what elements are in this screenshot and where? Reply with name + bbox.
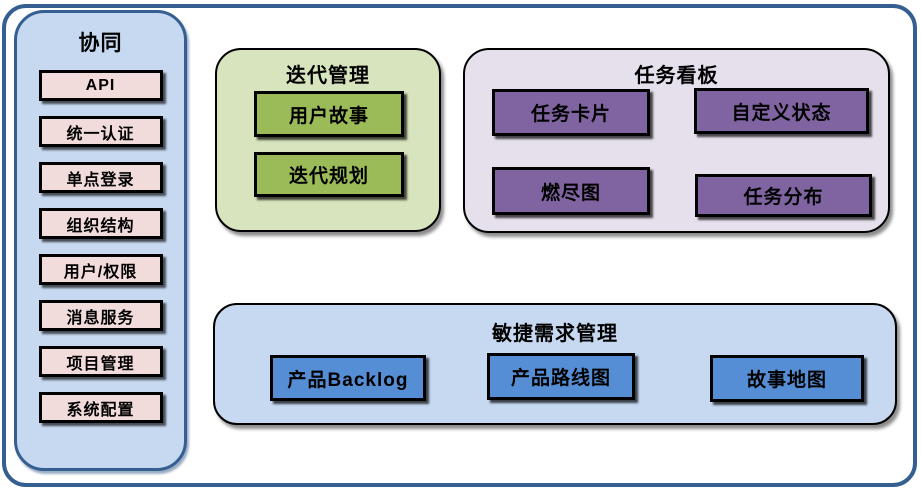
agile-requirements-item: 产品Backlog [270, 355, 426, 401]
collaboration-item: 组织结构 [38, 208, 163, 239]
collaboration-item: 单点登录 [38, 162, 163, 193]
agile-requirements-item-list: 产品Backlog 产品路线图 故事地图 [215, 305, 895, 423]
collaboration-item-list: API 统一认证单点登录组织结构用户/权限消息服务项目管理系统配置 [17, 70, 184, 423]
task-board-item: 任务卡片 [492, 89, 650, 136]
agile-requirements-item: 故事地图 [710, 355, 864, 402]
collaboration-item: 项目管理 [38, 346, 163, 377]
agile-requirements-title: 敏捷需求管理 [492, 323, 618, 345]
iteration-item-list: 用户故事迭代规划 [217, 50, 439, 230]
task-board-title: 任务看板 [634, 65, 719, 87]
task-board-item-list: 任务卡片自定义状态燃尽图 任务分布 [465, 50, 888, 231]
collaboration-item: 统一认证 [38, 116, 163, 147]
iteration-management-panel: 迭代管理 用户故事迭代规划 [215, 48, 441, 232]
collaboration-item: 系统配置 [38, 392, 163, 423]
collaboration-panel-title: 协同 [78, 32, 123, 55]
iteration-item: 迭代规划 [254, 152, 404, 197]
collaboration-item: 用户/权限 [38, 254, 163, 285]
task-board-item: 燃尽图 [492, 167, 650, 215]
collaboration-item: 消息服务 [38, 300, 163, 331]
agile-requirements-panel: 敏捷需求管理 产品Backlog 产品路线图 故事地图 [213, 303, 897, 425]
agile-requirements-item: 产品路线图 [487, 353, 635, 400]
collaboration-item: API [38, 70, 163, 101]
iteration-management-title: 迭代管理 [286, 65, 370, 87]
iteration-item: 用户故事 [254, 91, 404, 137]
task-board-item: 任务分布 [695, 174, 872, 217]
task-board-item: 自定义状态 [694, 88, 869, 134]
task-board-panel: 任务看板 任务卡片自定义状态燃尽图 任务分布 [463, 48, 890, 233]
collaboration-panel: 协同 API 统一认证单点登录组织结构用户/权限消息服务项目管理系统配置 [14, 10, 187, 471]
